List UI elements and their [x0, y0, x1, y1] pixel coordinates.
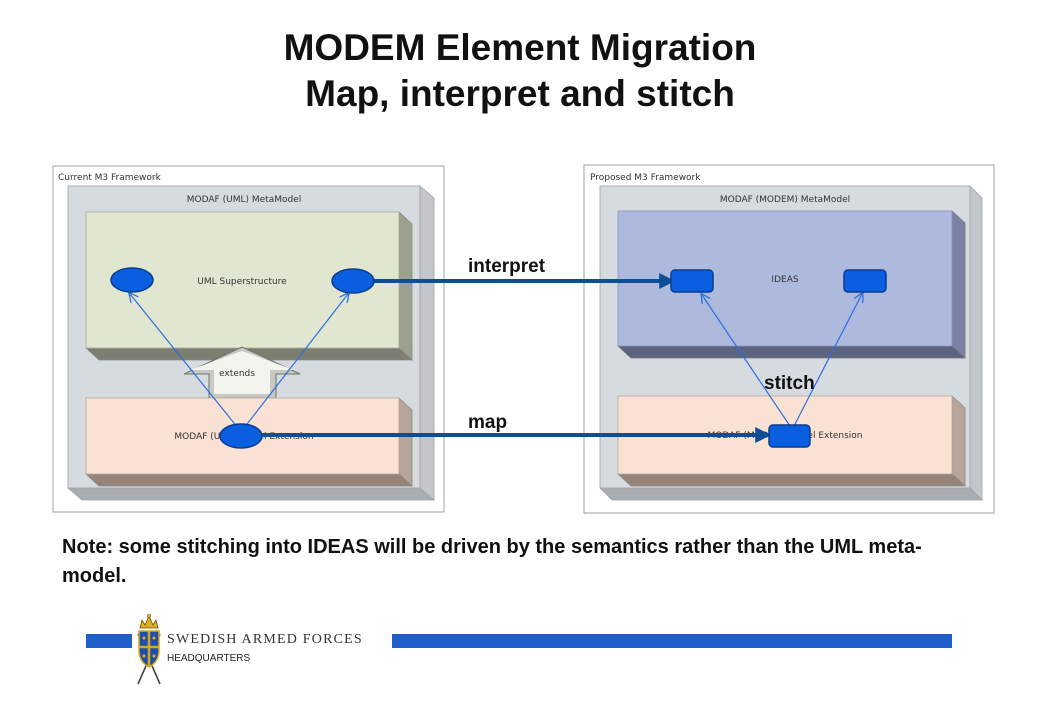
ideas-node-left	[670, 269, 714, 293]
page-title: MODEM Element Migration	[283, 27, 757, 68]
uml-superstructure-label: UML Superstructure	[197, 277, 287, 287]
uml-metamodel-label: MODAF (UML) MetaModel	[187, 195, 301, 205]
modem-metamodel-bottom	[599, 487, 983, 501]
organization-subtitle: HEADQUARTERS	[167, 653, 251, 664]
uml-node-right	[331, 268, 375, 294]
uml-extension-side	[398, 397, 413, 487]
modem-metamodel-label: MODAF (MODEM) MetaModel	[720, 195, 850, 205]
uml-node-left	[110, 267, 154, 293]
uml-extends-arrow-right	[243, 294, 348, 429]
stitch-label: stitch	[764, 373, 815, 394]
ideas-node-right	[843, 269, 887, 293]
uml-extension-node	[219, 423, 263, 449]
swedish-armed-forces-emblem-icon	[137, 614, 161, 685]
extends-label: extends	[219, 369, 255, 379]
modem-extension-node	[768, 424, 811, 448]
proposed-framework-label: Proposed M3 Framework	[590, 173, 701, 183]
footer-bar-left	[86, 634, 132, 648]
uml-extends-arrow-left	[130, 294, 239, 429]
map-label: map	[468, 412, 507, 433]
modem-extension-bottom	[616, 473, 967, 487]
page-subtitle: Map, interpret and stitch	[305, 73, 735, 114]
stitch-arrow-left	[702, 295, 791, 427]
ideas-label: IDEAS	[771, 275, 798, 285]
uml-superstructure-side	[398, 211, 413, 361]
proposed-framework-panel: Proposed M3 Framework MODAF (MODEM) Meta…	[583, 164, 995, 514]
stitch-arrow-right	[793, 294, 862, 427]
modem-metamodel-side	[969, 185, 983, 501]
current-framework-panel: Current M3 Framework MODAF (UML) MetaMod…	[52, 165, 445, 513]
footer-bar-right	[392, 634, 952, 648]
metamodel-box-bottom	[66, 487, 436, 501]
metamodel-box-side	[419, 185, 435, 501]
ideas-box-side	[951, 210, 966, 359]
organization-name: SWEDISH ARMED FORCES	[167, 632, 363, 647]
interpret-label: interpret	[468, 256, 546, 277]
uml-extension-bottom	[84, 473, 414, 487]
modem-extension-side	[951, 395, 966, 487]
current-framework-label: Current M3 Framework	[58, 173, 162, 183]
note-text: Note: some stitching into IDEAS will be …	[62, 536, 922, 587]
ideas-box-bottom	[616, 345, 967, 359]
